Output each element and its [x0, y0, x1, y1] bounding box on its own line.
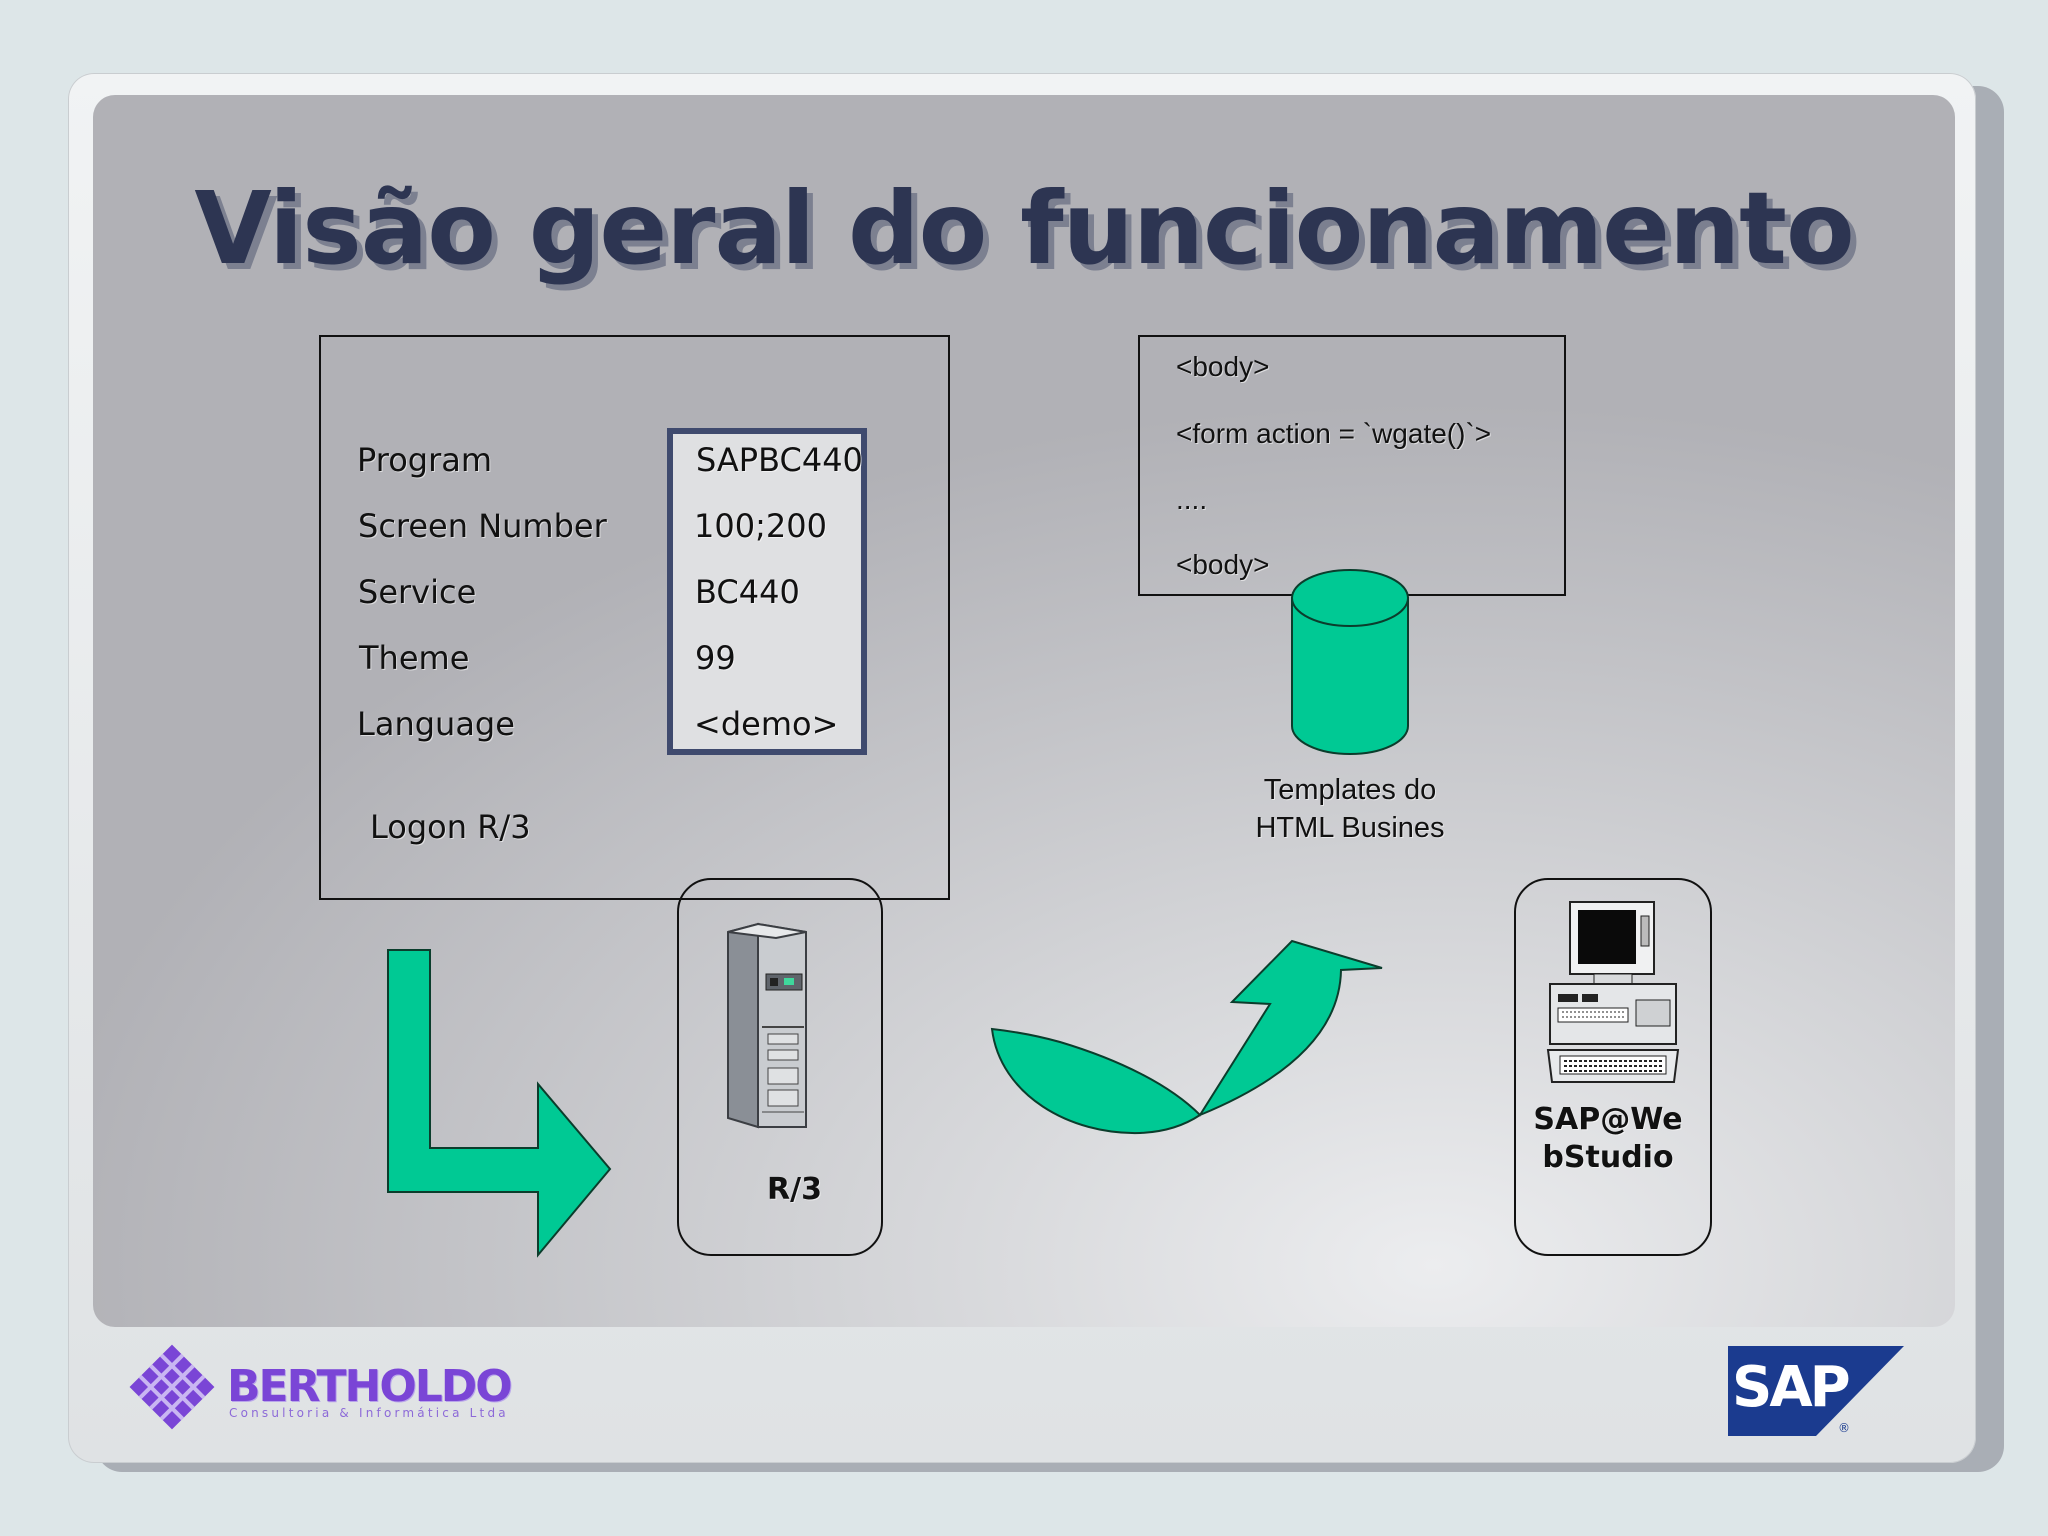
webstudio-label-line2: bStudio: [1542, 1140, 1674, 1175]
logon-r3-label: Logon R/3: [370, 808, 531, 846]
field-value-theme: 99: [695, 639, 736, 677]
database-cylinder-icon: [1291, 569, 1409, 755]
sap-registered-mark: ®: [1838, 1421, 1850, 1435]
company-logo-icon: [129, 1344, 215, 1430]
field-value-language: <demo>: [694, 705, 839, 743]
workstation-computer-icon: [1546, 901, 1680, 1083]
templates-caption-line2: HTML Busines: [1255, 812, 1445, 844]
code-line-body-open: <body>: [1176, 351, 1270, 382]
field-value-screen-number: 100;200: [694, 507, 827, 545]
webstudio-label-line1: SAP@We: [1533, 1102, 1683, 1137]
sap-logo-text: SAP: [1732, 1355, 1849, 1420]
r3-server-box: [677, 878, 883, 1256]
field-value-service: BC440: [695, 573, 800, 611]
field-label-service: Service: [358, 573, 477, 611]
field-label-program: Program: [357, 441, 493, 479]
slide-title: Visão geral do funcionamento: [194, 170, 1854, 287]
company-name: BERTHOLDO: [227, 1361, 513, 1412]
code-line-ellipsis: ....: [1176, 484, 1208, 515]
logon-form-box: [319, 335, 950, 900]
server-tower-icon: [727, 922, 807, 1129]
field-label-theme: Theme: [359, 639, 470, 677]
field-value-program: SAPBC440: [696, 441, 863, 479]
field-label-language: Language: [357, 705, 515, 743]
templates-caption-line1: Templates do: [1263, 774, 1437, 806]
field-label-screen-number: Screen Number: [358, 507, 607, 545]
code-line-body-close: <body>: [1176, 549, 1270, 580]
logon-values-box: [667, 428, 867, 755]
company-tagline: Consultoria & Informática Ltda: [229, 1406, 509, 1420]
r3-label: R/3: [767, 1172, 822, 1207]
code-line-form-action: <form action = `wgate()`>: [1176, 418, 1492, 449]
sap-logo-icon: SAP ®: [1728, 1346, 1904, 1436]
webstudio-box: [1514, 878, 1712, 1256]
